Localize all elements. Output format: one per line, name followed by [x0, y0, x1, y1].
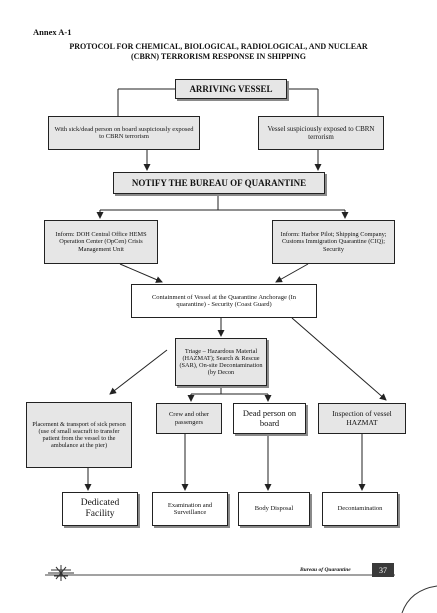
pen-mark	[401, 585, 437, 613]
page-title-line1: PROTOCOL FOR CHEMICAL, BIOLOGICAL, RADIO…	[69, 42, 368, 51]
arriving-vessel-box: ARRIVING VESSEL	[175, 79, 287, 99]
inspection-box: Inspection of vessel HAZMAT	[318, 403, 406, 434]
connector	[119, 263, 163, 283]
suspicious-vessel-box: Vessel suspiciously exposed to CBRN terr…	[258, 116, 384, 150]
sick-dead-box: With sick/dead person on board suspiciou…	[48, 116, 200, 150]
notify-bureau-box: NOTIFY THE BUREAU OF QUARANTINE	[113, 172, 325, 194]
placement-box: Placement & transport of sick person (us…	[26, 402, 132, 468]
connector	[109, 349, 168, 395]
page-number: 37	[372, 563, 394, 577]
connector	[275, 263, 309, 283]
crew-passengers-box: Crew and other passengers	[156, 403, 222, 434]
annex-label: Annex A-1	[33, 27, 72, 37]
connector	[291, 317, 387, 401]
inform-doh-box: Inform: DOH Central Office HEMS Operatio…	[44, 220, 158, 264]
containment-box: Containment of Vessel at the Quarantine …	[131, 284, 317, 318]
dead-person-box: Dead person on board	[233, 403, 306, 434]
footer-publisher: Bureau of Quarantine	[300, 567, 351, 573]
bureau-logo-icon	[48, 565, 74, 581]
inform-harbor-box: Inform: Harbor Pilot; Shipping Company; …	[272, 220, 395, 264]
triage-box: Triage – Hazardous Material (HAZMAT); Se…	[175, 338, 267, 386]
dedicated-facility-box: Dedicated Facility	[62, 492, 138, 526]
page-title-line2: (CBRN) TERRORISM RESPONSE IN SHIPPING	[131, 52, 306, 61]
body-disposal-box: Body Disposal	[238, 492, 310, 526]
decontamination-box: Decontamination	[322, 492, 398, 526]
examination-box: Examination and Surveillance	[152, 492, 228, 526]
